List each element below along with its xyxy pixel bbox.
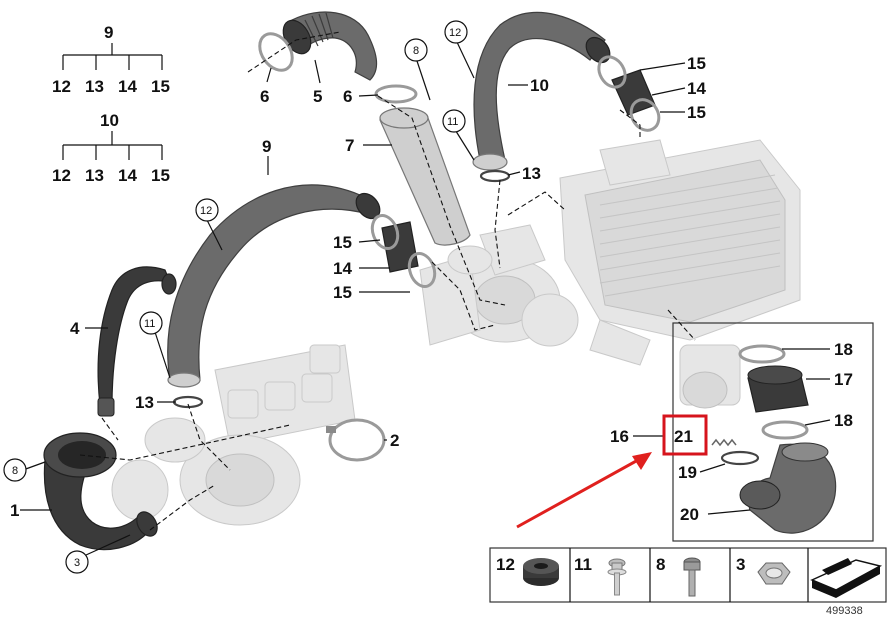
callout-18b: 18 <box>834 411 853 430</box>
tree-10-child-3: 14 <box>118 166 137 185</box>
ring-18b <box>761 420 809 440</box>
clamp-2 <box>326 418 386 462</box>
callout-15d: 15 <box>333 283 352 302</box>
shim-icon <box>810 558 883 598</box>
callout-17: 17 <box>834 370 853 389</box>
circled-callouts: 8 12 11 12 11 8 3 <box>3 20 468 574</box>
tree-10-child-4: 15 <box>151 166 170 185</box>
ring-13a <box>479 169 511 183</box>
legend-label-11: 11 <box>574 555 592 574</box>
circled-3: 3 <box>74 557 80 569</box>
tree-10: 10 12 13 14 15 <box>52 111 170 185</box>
nut-icon <box>757 562 791 585</box>
sleeve-17 <box>747 365 809 413</box>
tree-10-child-1: 12 <box>52 166 71 185</box>
sleeve-14a <box>597 55 661 132</box>
turbocharger-upper-ghost <box>419 224 579 347</box>
clamp-6a <box>258 32 294 72</box>
circled-11a: 11 <box>447 116 458 128</box>
tree-10-child-2: 13 <box>85 166 104 185</box>
screw-icon <box>607 558 627 596</box>
resonator-16 <box>679 344 741 409</box>
legend-label-12: 12 <box>496 555 515 574</box>
legend-label-8: 8 <box>656 555 665 574</box>
callout-15b: 15 <box>687 103 706 122</box>
tree-9-child-4: 15 <box>151 77 170 96</box>
sleeve-14b <box>370 214 437 288</box>
callout-16: 16 <box>610 427 629 446</box>
callout-21: 21 <box>674 427 693 446</box>
leader-lines <box>20 39 831 556</box>
bolt-icon <box>683 557 701 597</box>
callout-14a: 14 <box>687 79 706 98</box>
hardware-legend: 12 11 8 3 <box>489 547 887 603</box>
tree-10-parent: 10 <box>100 111 119 130</box>
air-hose-5 <box>282 11 378 81</box>
circled-8b: 8 <box>12 465 18 477</box>
callout-15a: 15 <box>687 54 706 73</box>
seal-19 <box>720 450 760 466</box>
callout-10: 10 <box>530 76 549 95</box>
callout-labels: 6 5 6 7 10 13 15 14 15 9 15 14 15 4 13 2… <box>10 54 853 524</box>
charge-pipe-7 <box>379 107 471 246</box>
callout-1: 1 <box>10 501 19 520</box>
callout-9: 9 <box>262 137 271 156</box>
tree-9-child-3: 14 <box>118 77 137 96</box>
elbow-20 <box>739 442 837 534</box>
ring-6b <box>374 84 418 104</box>
callout-4: 4 <box>70 319 80 338</box>
circled-8a: 8 <box>413 45 419 57</box>
image-number: 499338 <box>826 605 863 617</box>
detail-frame <box>672 322 874 542</box>
tree-9-child-1: 12 <box>52 77 71 96</box>
callout-13b: 13 <box>135 393 154 412</box>
turbocharger-lower-ghost <box>111 344 356 526</box>
tree-9: 9 12 13 14 15 <box>52 23 170 96</box>
grommet-icon <box>523 558 559 586</box>
legend-label-3: 3 <box>736 555 745 574</box>
air-hose-10 <box>472 11 611 171</box>
callout-13a: 13 <box>522 164 541 183</box>
tree-9-child-2: 13 <box>85 77 104 96</box>
callout-15c: 15 <box>333 233 352 252</box>
hose-4 <box>97 266 177 417</box>
circled-12b: 12 <box>200 205 212 217</box>
callout-6a: 6 <box>260 87 269 106</box>
callout-14b: 14 <box>333 259 352 278</box>
callout-5: 5 <box>313 87 322 106</box>
air-hose-9 <box>167 184 381 388</box>
tree-9-parent: 9 <box>104 23 113 42</box>
callout-2: 2 <box>390 431 399 450</box>
callout-19: 19 <box>678 463 697 482</box>
circled-12a: 12 <box>449 27 461 39</box>
intercooler-ghost <box>559 139 801 366</box>
callout-6b: 6 <box>343 87 352 106</box>
circled-11b: 11 <box>144 318 155 330</box>
installation-lines <box>79 31 696 531</box>
callout-7: 7 <box>345 136 354 155</box>
ring-18a <box>738 344 786 364</box>
callout-20: 20 <box>680 505 699 524</box>
spring-21 <box>711 438 737 447</box>
callout-18a: 18 <box>834 340 853 359</box>
red-arrow <box>516 452 652 529</box>
highlighted-callout-21: 21 <box>662 414 708 456</box>
